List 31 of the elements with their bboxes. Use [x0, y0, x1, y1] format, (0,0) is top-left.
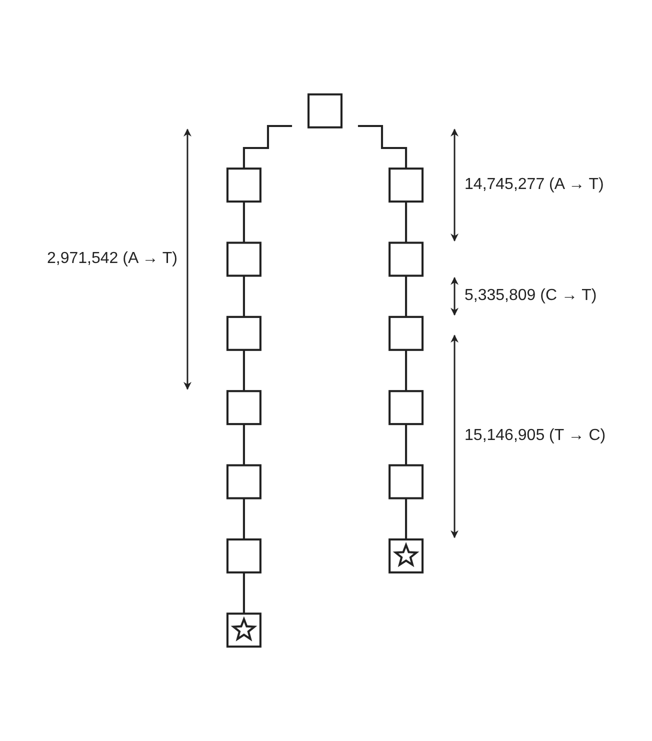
square-box [226, 316, 262, 351]
connector-line [405, 348, 408, 392]
connector-line [242, 497, 245, 540]
connector-line [242, 571, 245, 615]
connector-line [405, 423, 408, 466]
square-box [388, 242, 424, 277]
square-box [307, 93, 343, 128]
square-box [388, 390, 424, 426]
connector-line [405, 274, 408, 318]
measurement-label: 2,971,542 (A → T) [47, 250, 178, 268]
connector-line [242, 274, 245, 318]
measurement-label: 5,335,809 (C → T) [464, 287, 597, 306]
connector-line [405, 497, 408, 540]
connector-line [242, 200, 245, 244]
square-box [226, 612, 262, 648]
square-box [226, 464, 262, 500]
square-box [226, 390, 262, 426]
connector-line [358, 124, 408, 170]
square-box [226, 242, 262, 277]
square-box [388, 316, 424, 351]
square-box [226, 168, 262, 203]
connector-line [242, 423, 245, 466]
square-box [388, 464, 424, 500]
square-box [226, 538, 262, 574]
measurement-label: 14,745,277 (A → T) [464, 176, 604, 194]
connector-line [405, 200, 408, 244]
connector-line [242, 348, 245, 392]
square-box [388, 168, 424, 203]
measurement-label: 15,146,905 (T → C) [464, 427, 606, 446]
connector-line [242, 124, 292, 170]
square-box [388, 538, 424, 574]
